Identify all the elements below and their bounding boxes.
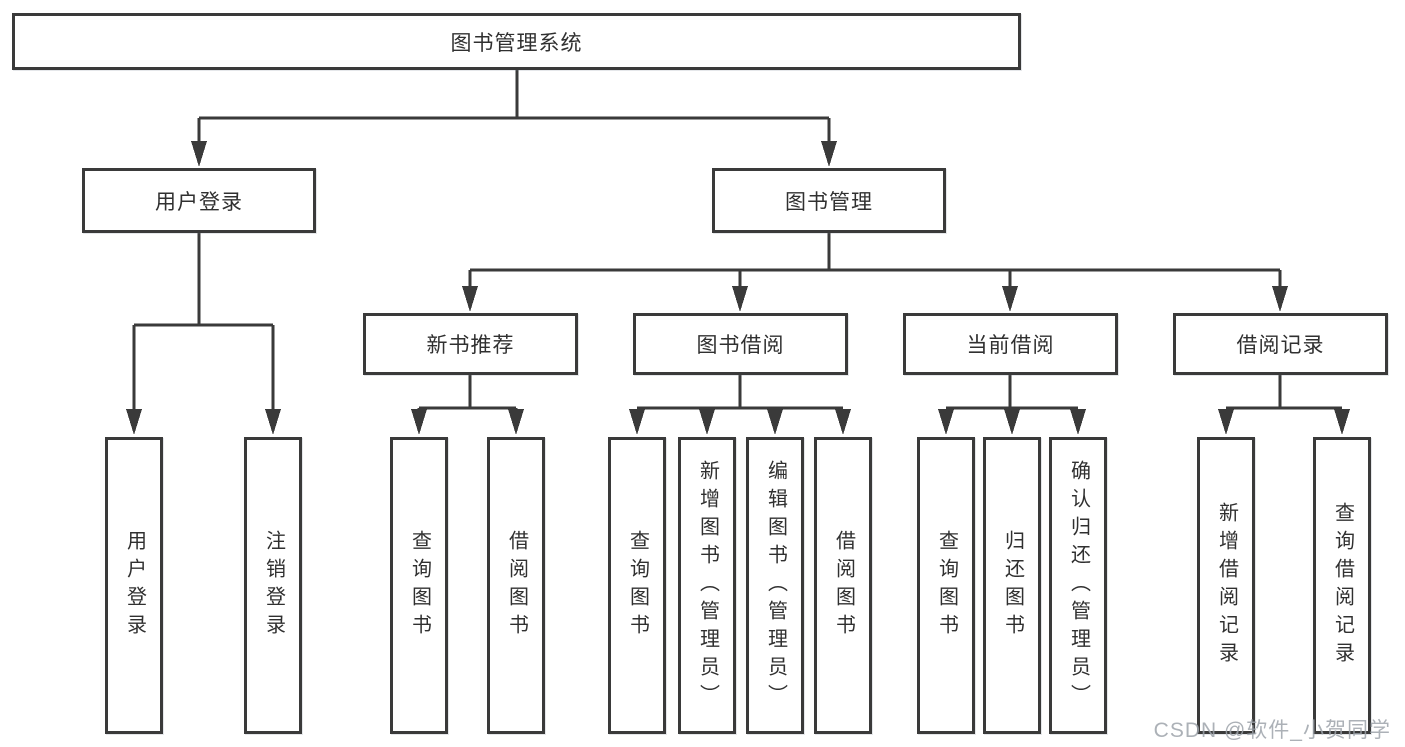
- leaf-user-login: 用户登录: [105, 437, 163, 734]
- leaf-confirm-return-admin: 确认归还（管理员）: [1049, 437, 1107, 734]
- leaf-borrow-books: 借阅图书: [814, 437, 872, 734]
- leaf-add-borrow-record-label: 新增借阅记录: [1215, 501, 1238, 670]
- node-book-management: 图书管理: [712, 168, 946, 233]
- node-current-borrow: 当前借阅: [903, 313, 1118, 375]
- leaf-add-book-admin-label: 新增图书（管理员）: [696, 459, 719, 712]
- node-borrow-records-label: 借阅记录: [1236, 334, 1325, 357]
- node-book-borrow-label: 图书借阅: [696, 334, 785, 357]
- node-new-book-recommend: 新书推荐: [363, 313, 578, 375]
- node-book-management-label: 图书管理: [785, 190, 873, 214]
- leaf-query-books-borrow: 查询图书: [608, 437, 666, 734]
- leaf-query-books-current: 查询图书: [917, 437, 975, 734]
- node-new-book-recommend-label: 新书推荐: [426, 334, 515, 357]
- leaf-query-borrow-record: 查询借阅记录: [1313, 437, 1371, 734]
- leaf-borrow-books-label: 借阅图书: [832, 529, 855, 642]
- leaf-query-books-recommend: 查询图书: [390, 437, 448, 734]
- leaf-edit-book-admin: 编辑图书（管理员）: [746, 437, 804, 734]
- node-borrow-records: 借阅记录: [1173, 313, 1388, 375]
- leaf-edit-book-admin-label: 编辑图书（管理员）: [764, 459, 787, 712]
- leaf-add-borrow-record: 新增借阅记录: [1197, 437, 1255, 734]
- node-book-borrow: 图书借阅: [633, 313, 848, 375]
- leaf-borrow-books-recommend: 借阅图书: [487, 437, 545, 734]
- leaf-return-books-label: 归还图书: [1001, 529, 1024, 642]
- csdn-watermark: CSDN @软件_小贺同学: [1153, 719, 1391, 742]
- leaf-add-book-admin: 新增图书（管理员）: [678, 437, 736, 734]
- node-root-label: 图书管理系统: [450, 31, 583, 55]
- leaf-query-books-current-label: 查询图书: [935, 529, 958, 642]
- leaf-borrow-books-recommend-label: 借阅图书: [505, 529, 528, 642]
- leaf-logout: 注销登录: [244, 437, 302, 734]
- node-user-login-label: 用户登录: [155, 190, 243, 214]
- node-current-borrow-label: 当前借阅: [966, 334, 1055, 357]
- leaf-confirm-return-admin-label: 确认归还（管理员）: [1067, 459, 1090, 712]
- leaf-logout-label: 注销登录: [262, 529, 285, 642]
- leaf-user-login-label: 用户登录: [123, 529, 146, 642]
- node-root: 图书管理系统: [12, 13, 1021, 70]
- node-user-login: 用户登录: [82, 168, 316, 233]
- leaf-query-books-recommend-label: 查询图书: [408, 529, 431, 642]
- leaf-query-borrow-record-label: 查询借阅记录: [1331, 501, 1354, 670]
- leaf-query-books-borrow-label: 查询图书: [626, 529, 649, 642]
- leaf-return-books: 归还图书: [983, 437, 1041, 734]
